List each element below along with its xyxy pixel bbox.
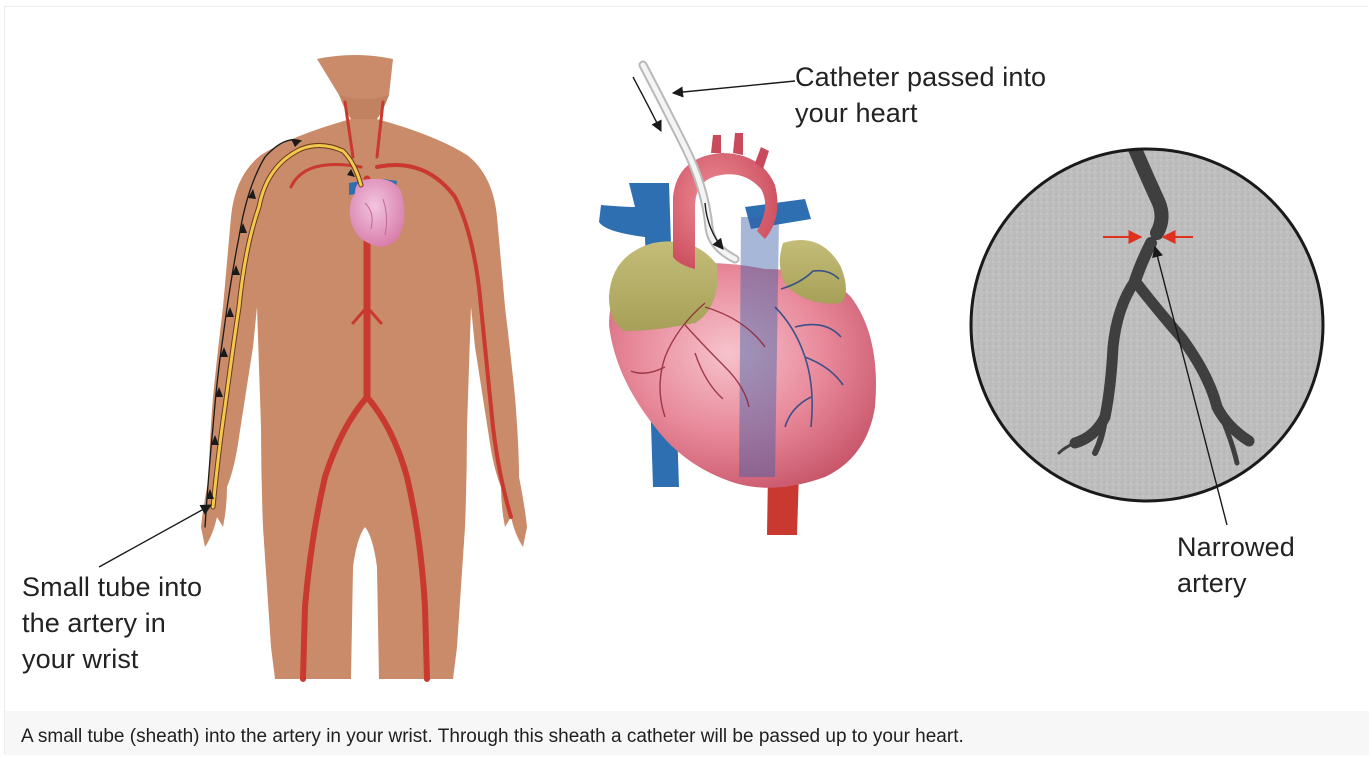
figure-frame: Small tube into the artery in your wrist… xyxy=(4,6,1368,754)
catheter-label: Catheter passed into your heart xyxy=(795,59,1115,131)
heart-illustration-icon xyxy=(599,65,876,535)
figure-caption: A small tube (sheath) into the artery in… xyxy=(21,726,964,748)
angiogram-circle-icon xyxy=(971,149,1323,525)
wrist-tube-label: Small tube into the artery in your wrist xyxy=(22,569,252,677)
caption-bar: A small tube (sheath) into the artery in… xyxy=(5,711,1369,755)
catheter-label-leader xyxy=(673,81,795,93)
wrist-label-leader xyxy=(99,505,211,567)
narrowed-artery-label: Narrowed artery xyxy=(1177,529,1337,601)
illustration-area: Small tube into the artery in your wrist… xyxy=(5,7,1369,711)
